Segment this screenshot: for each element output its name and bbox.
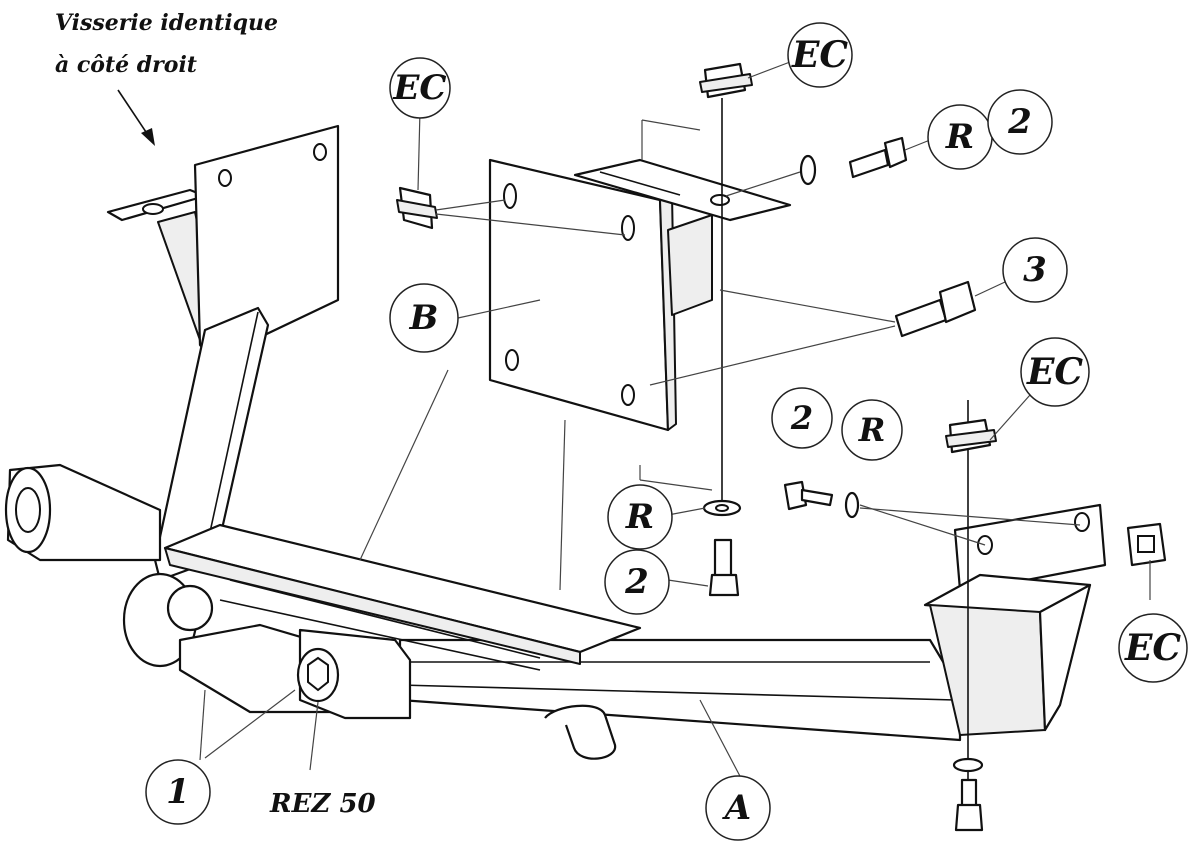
safety-hook xyxy=(544,704,617,760)
svg-text:2: 2 xyxy=(790,399,813,437)
left-tube-end xyxy=(4,463,162,562)
central-flat-plate xyxy=(163,523,642,671)
svg-text:R: R xyxy=(625,497,654,537)
bolt-bottom-right xyxy=(952,757,984,832)
bolt-top-right xyxy=(725,136,908,197)
cage-nut-mid-right xyxy=(945,418,997,454)
svg-text:1: 1 xyxy=(166,772,190,812)
bolt-three xyxy=(649,280,977,386)
label-ec-top-left: EC xyxy=(389,57,451,119)
label-ec-mid-right: EC xyxy=(1020,337,1090,407)
svg-text:EC: EC xyxy=(1124,627,1181,669)
label-two-top: 2 xyxy=(987,89,1053,155)
label-two-center: 2 xyxy=(604,549,670,615)
svg-text:R: R xyxy=(945,117,974,157)
note-arrow xyxy=(117,89,155,146)
bolt-mid xyxy=(783,480,1081,546)
label-rez-50: REZ 50 xyxy=(269,789,376,819)
cage-nut-left xyxy=(396,186,626,236)
cross-bar-a xyxy=(398,638,962,742)
plate-b xyxy=(488,158,677,432)
svg-text:R: R xyxy=(858,411,886,449)
label-one: 1 xyxy=(145,759,211,825)
svg-text:EC: EC xyxy=(393,68,447,108)
svg-text:EC: EC xyxy=(1026,351,1083,393)
bolt-center xyxy=(708,538,740,597)
svg-text:A: A xyxy=(722,788,751,828)
cage-nut-top xyxy=(699,62,753,99)
cage-nut-bottom-right xyxy=(1126,522,1167,567)
label-two-mid: 2 xyxy=(771,387,833,449)
label-r-center: R xyxy=(607,484,673,550)
label-b: B xyxy=(389,283,459,353)
washer-center xyxy=(702,499,742,517)
label-ec-top-right: EC xyxy=(787,22,853,88)
label-r-top: R xyxy=(927,104,993,170)
leader-lines xyxy=(199,61,1151,781)
fastener-axes xyxy=(721,98,969,780)
svg-text:2: 2 xyxy=(1007,102,1032,142)
svg-text:2: 2 xyxy=(624,562,649,602)
note-line-2: à côté droit xyxy=(55,52,197,78)
label-three: 3 xyxy=(1002,237,1068,303)
label-a: A xyxy=(705,775,771,841)
label-r-mid: R xyxy=(841,399,903,461)
svg-text:B: B xyxy=(409,298,439,338)
right-side-bracket xyxy=(923,503,1107,736)
svg-text:EC: EC xyxy=(791,34,848,76)
note-line-1: Visserie identique xyxy=(55,10,278,36)
upper-mount-bracket xyxy=(573,158,792,316)
label-ec-bottom-right: EC xyxy=(1118,613,1188,683)
svg-text:3: 3 xyxy=(1023,250,1047,290)
tow-ball-assembly xyxy=(122,572,412,720)
